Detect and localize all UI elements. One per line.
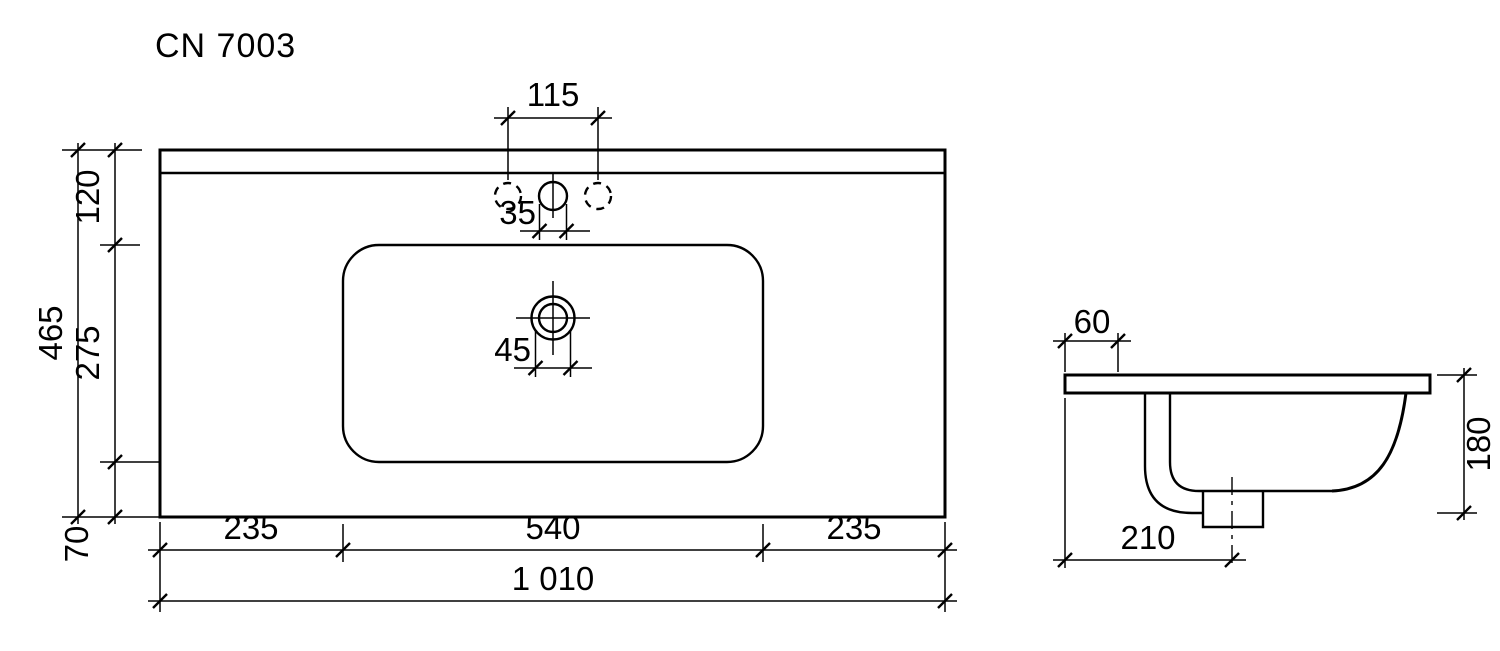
bowl-outline (341, 243, 765, 464)
dim-text-left-to-bowl: 235 (223, 509, 278, 546)
side-profile (1063, 373, 1432, 568)
dim-text-drain-hole: 45 (494, 331, 531, 368)
countertop-slab (1063, 373, 1432, 395)
dim-text-drain-center-offset: 210 (1120, 519, 1175, 556)
dim-text-overall-height: 180 (1460, 416, 1497, 471)
dim-drain-center-offset: 210 (1053, 398, 1246, 568)
dim-left-chain: 465 120 275 70 (32, 142, 160, 563)
dim-text-back-edge-to-bowl: 120 (69, 169, 106, 224)
model-number-label: CN 7003 (155, 27, 296, 65)
dim-text-back-ledge-width: 60 (1074, 303, 1111, 340)
dim-drain-hole: 45 (494, 330, 592, 377)
dim-text-bowl-width: 540 (525, 509, 580, 546)
faucet-holes (493, 174, 613, 218)
faucet-hole-right-optional (583, 181, 613, 211)
dim-faucet-hole: 35 (499, 194, 590, 240)
dim-text-overall-width: 1 010 (512, 560, 595, 597)
drain-hole (516, 281, 590, 355)
dim-text-overall-depth: 465 (32, 305, 69, 360)
dim-faucet-holes-spacing: 115 (494, 76, 612, 180)
basin-outer-wall (1143, 393, 1203, 515)
plan-view: 115 35 45 (32, 76, 957, 612)
side-view: 60 180 210 (1053, 303, 1497, 568)
dim-back-ledge-width: 60 (1053, 303, 1131, 372)
dim-text-faucet-hole: 35 (499, 194, 536, 231)
basin-outer-rect (158, 148, 947, 519)
dim-text-faucet-spacing: 115 (527, 76, 580, 113)
dim-text-bowl-depth: 275 (69, 325, 106, 380)
faucet-hole-left-optional (493, 181, 523, 211)
basin-inner-wall (1168, 393, 1200, 493)
basin-outline (158, 148, 947, 519)
drain-spigot (1201, 491, 1265, 529)
dim-text-bowl-to-right: 235 (826, 509, 881, 546)
dim-text-bowl-to-front-edge: 70 (58, 526, 95, 563)
dim-overall-height: 180 (1437, 367, 1497, 521)
dim-bottom-chain: 235 540 235 1 010 (148, 509, 957, 612)
basin-front-curve (1331, 392, 1408, 493)
